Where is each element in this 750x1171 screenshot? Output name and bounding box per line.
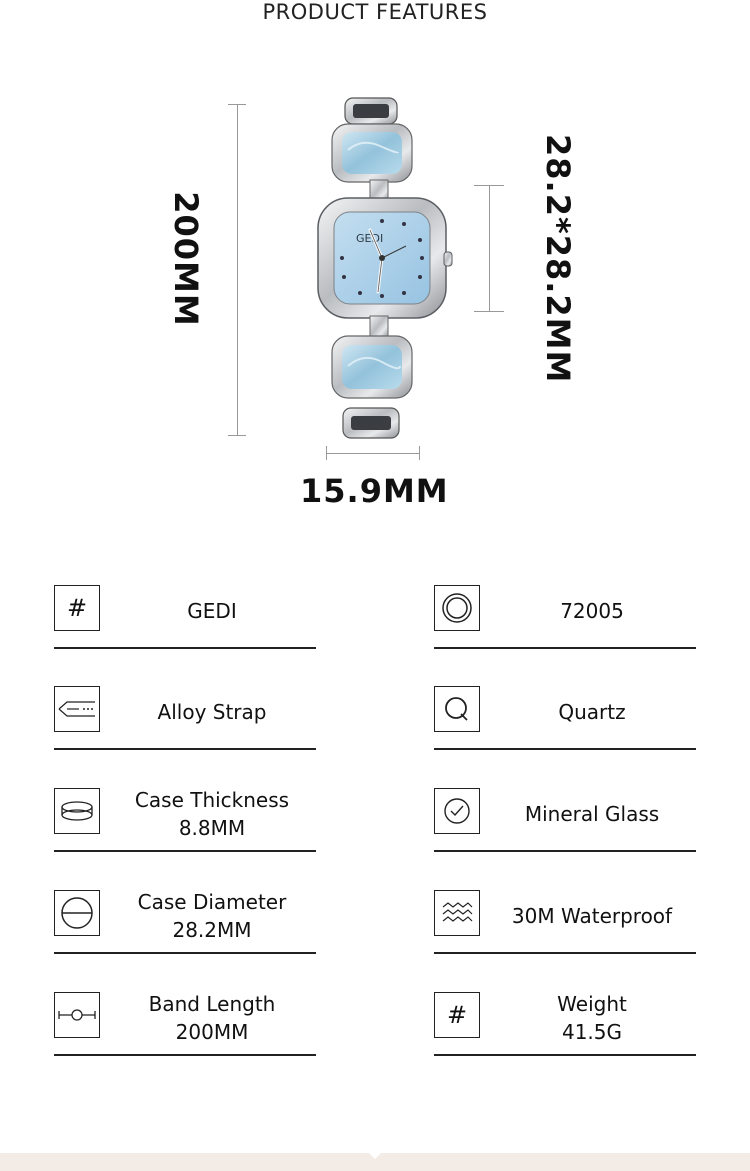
spec-text: Quartz (558, 700, 626, 724)
spec-text: Band Length 200MM (148, 992, 276, 1044)
page-title: PRODUCT FEATURES (262, 0, 488, 24)
spec-text: 72005 (560, 599, 624, 623)
spec-item-waterproof: 30M Waterproof (434, 890, 696, 954)
spec-item-weight: # Weight 41.5G (434, 992, 696, 1056)
watch-image: GEDI (317, 97, 453, 439)
band-length-icon (54, 992, 100, 1038)
band-link-stone (331, 123, 413, 183)
band-length-label: 200MM (167, 191, 205, 327)
dimension-tick (474, 185, 504, 186)
case-width-label: 15.9MM (300, 472, 449, 510)
dimension-line (237, 104, 238, 436)
spec-item-glass: Mineral Glass (434, 788, 696, 852)
case-size-label: 28.2*28.2MM (539, 134, 577, 384)
dimension-tick (228, 104, 246, 105)
spec-item-movement: Quartz (434, 686, 696, 750)
hash-icon: # (434, 992, 480, 1038)
band-link (342, 407, 400, 439)
spec-text: Case Thickness 8.8MM (134, 788, 290, 840)
case-thickness-icon (54, 788, 100, 834)
waves-icon (434, 890, 480, 936)
concentric-circle-icon (434, 585, 480, 631)
case-diameter-icon (54, 890, 100, 936)
spec-item-case-thickness: Case Thickness 8.8MM (54, 788, 316, 852)
spec-item-brand: # GEDI (54, 585, 316, 649)
dimension-line (326, 453, 420, 454)
dimension-line (489, 185, 490, 312)
spec-item-case-diameter: Case Diameter 28.2MM (54, 890, 316, 954)
spec-text: Mineral Glass (524, 802, 660, 826)
watch-logo: GEDI (356, 232, 383, 245)
quartz-icon (434, 686, 480, 732)
bottom-strip (0, 1153, 750, 1171)
band-link-stone (331, 335, 413, 399)
band-link (344, 97, 398, 125)
hash-icon: # (54, 585, 100, 631)
spec-item-model: 72005 (434, 585, 696, 649)
strap-icon (54, 686, 100, 732)
spec-text: Case Diameter 28.2MM (137, 890, 287, 942)
dimension-tick (228, 435, 246, 436)
spec-item-strap: Alloy Strap (54, 686, 316, 750)
spec-item-band-length: Band Length 200MM (54, 992, 316, 1056)
spec-text: Weight 41.5G (557, 992, 627, 1044)
dimension-tick (419, 446, 420, 460)
dimension-tick (474, 311, 504, 312)
spec-text: Alloy Strap (157, 700, 267, 724)
watch-case: GEDI (317, 197, 453, 319)
spec-text: 30M Waterproof (511, 904, 673, 928)
chevron-down-icon (363, 1147, 387, 1159)
spec-text: GEDI (187, 599, 237, 623)
glass-check-icon (434, 788, 480, 834)
dimension-tick (326, 446, 327, 460)
